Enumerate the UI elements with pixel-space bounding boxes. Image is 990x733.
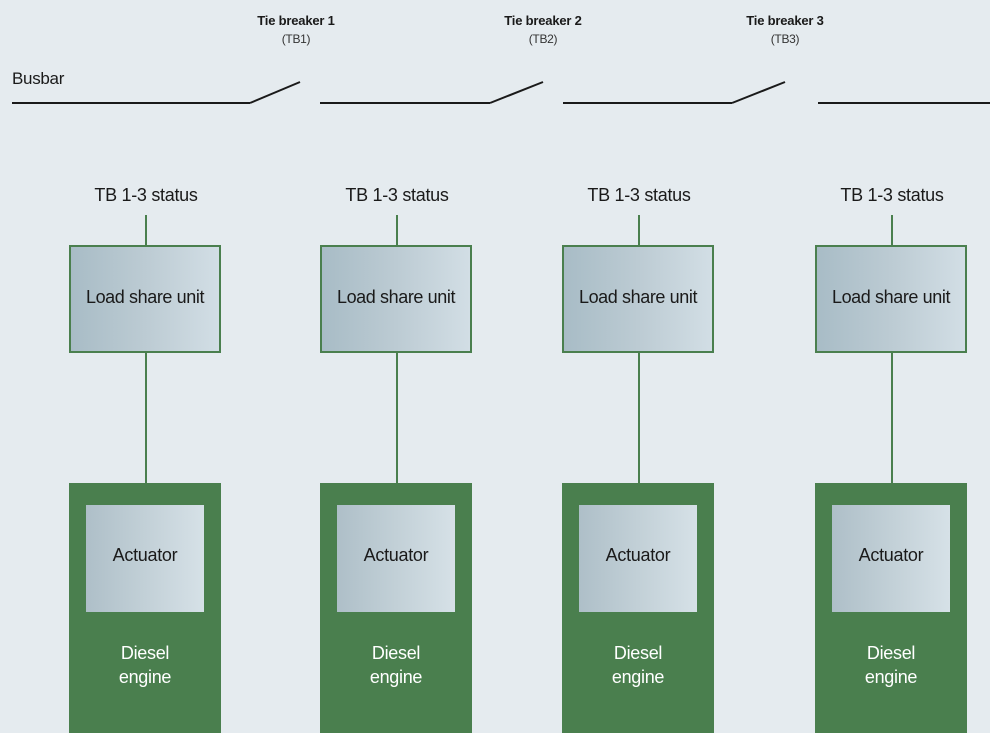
engine-label-line2: engine [611,667,665,687]
engine-label-line2: engine [864,667,918,687]
actuator-label: Actuator [605,545,671,565]
tie-breaker-1-label: Tie breaker 1 (TB1) [221,12,371,48]
tie-breaker-name: Tie breaker 1 [257,13,335,28]
diesel-engine-label: Diesel engine [69,641,221,689]
diesel-engine-label: Diesel engine [320,641,472,689]
tie-breaker-code: (TB1) [281,32,311,46]
tie-breaker-2-switch [489,81,544,104]
load-share-unit-label: Load share unit [831,287,951,307]
load-share-unit-label: Load share unit [578,287,698,307]
lsu-engine-connector-1 [145,353,147,483]
tie-breaker-2-label: Tie breaker 2 (TB2) [468,12,618,48]
tb-status-label-4: TB 1-3 status [840,185,944,205]
actuator-label: Actuator [112,545,178,565]
diesel-engine-4: Actuator Diesel engine [815,483,967,733]
engine-label-line1: Diesel [613,643,663,663]
actuator-label: Actuator [858,545,924,565]
diesel-engine-1: Actuator Diesel engine [69,483,221,733]
actuator-4: Actuator [832,505,950,612]
lsu-engine-connector-4 [891,353,893,483]
load-share-unit-3: Load share unit [562,245,714,353]
load-share-unit-4: Load share unit [815,245,967,353]
engine-label-line1: Diesel [120,643,170,663]
tb-status-label-3: TB 1-3 status [587,185,691,205]
load-share-unit-label: Load share unit [336,287,456,307]
tb-status-label-1: TB 1-3 status [94,185,198,205]
tie-breaker-name: Tie breaker 3 [746,13,824,28]
actuator-3: Actuator [579,505,697,612]
load-share-unit-label: Load share unit [85,287,205,307]
diesel-engine-2: Actuator Diesel engine [320,483,472,733]
diesel-engine-label: Diesel engine [815,641,967,689]
busbar-label: Busbar [12,69,65,88]
actuator-label: Actuator [363,545,429,565]
tb-status-label-2: TB 1-3 status [345,185,449,205]
engine-label-line1: Diesel [866,643,916,663]
lsu-engine-connector-2 [396,353,398,483]
status-connector-1 [145,215,147,245]
status-connector-3 [638,215,640,245]
actuator-1: Actuator [86,505,204,612]
tie-breaker-3-label: Tie breaker 3 (TB3) [710,12,860,48]
tie-breaker-code: (TB3) [770,32,800,46]
status-connector-4 [891,215,893,245]
tie-breaker-1-switch [249,81,301,104]
diesel-engine-label: Diesel engine [562,641,714,689]
lsu-engine-connector-3 [638,353,640,483]
tie-breaker-name: Tie breaker 2 [504,13,582,28]
engine-label-line2: engine [118,667,172,687]
load-share-unit-1: Load share unit [69,245,221,353]
diesel-engine-3: Actuator Diesel engine [562,483,714,733]
status-connector-2 [396,215,398,245]
engine-label-line1: Diesel [371,643,421,663]
tie-breaker-3-switch [731,81,786,104]
engine-label-line2: engine [369,667,423,687]
load-share-unit-2: Load share unit [320,245,472,353]
tie-breaker-code: (TB2) [528,32,558,46]
actuator-2: Actuator [337,505,455,612]
